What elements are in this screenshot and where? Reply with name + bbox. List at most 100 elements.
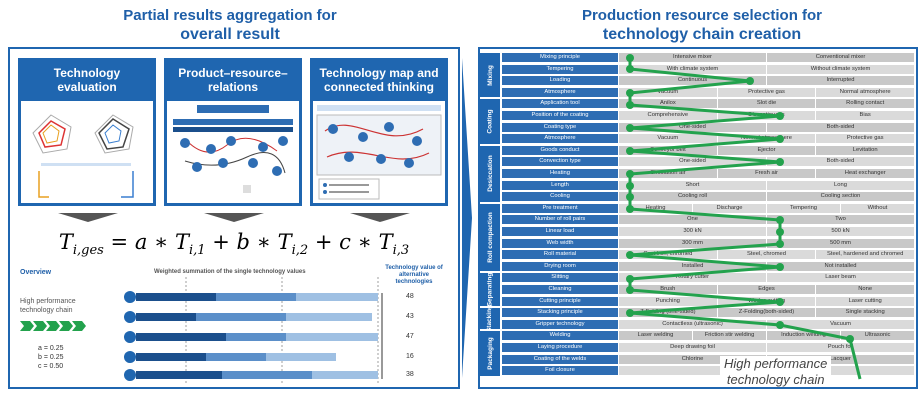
parameter-option: Steel, hardened and chromed [816,250,915,260]
radar-chart-thumbnail [21,101,153,203]
hp-caption-line2: technology chain [726,372,825,387]
parameter-option: Cast iron, chromed [619,250,717,260]
bar-value-2: 43 [406,313,414,320]
formula-subscript: i,3 [392,243,410,259]
parameter-option: Heating [619,203,692,213]
chain-node [626,170,634,178]
chain-node [776,112,784,120]
card-title-line1: Technology map and [319,66,439,80]
parameter-label: Position of the coating [502,111,618,120]
parameter-option: Pouch foil [767,343,914,352]
relations-network-graphic [173,105,293,193]
chain-node [776,158,784,166]
parameter-option: Ultrasonic [841,331,914,341]
chain-line [628,58,851,341]
parameter-label: Cooling [502,192,618,202]
parameter-label: Coating type [502,122,618,132]
parameter-option: Anilox [619,99,717,109]
parameter-option: Vacuum [619,134,717,144]
card-title-line1: Technology [53,66,121,80]
technology-chain-path [626,54,862,380]
chain-tail [848,338,862,380]
parameter-option: Laser beam [767,273,914,283]
parameter-label: Linear load [502,227,618,236]
technology-map-thumbnail [313,101,445,203]
card-technology-evaluation: Technology evaluation [18,58,156,206]
parameter-option: With climate system [619,64,766,74]
left-title-line2: overall result [180,26,280,43]
parameter-option: Vacuum [767,319,914,329]
hp-chain-caption: High performance technology chain [720,356,832,387]
formula-subscript: i,ges [72,243,104,259]
aggregation-formula: Ti,ges = a ∗ Ti,1 + b ∗ Ti,2 + c ∗ Ti,3 [58,230,410,259]
parameter-label: Convection type [502,157,618,167]
technology-map-graphic [316,105,442,200]
radar-charts-graphic [32,114,134,198]
bar-group-2 [124,311,372,323]
relations-network-thumbnail [167,101,299,203]
parameter-label: Coating of the welds [502,354,618,364]
parameter-option: Fresh air [717,169,816,178]
parameter-option: Rolling contact [816,99,915,109]
parameter-label: Mixing principle [502,53,618,62]
category-6: Packaging [480,331,500,376]
chain-node [626,275,634,283]
card-title-line2: connected thinking [323,80,434,94]
parameter-label: Laying procedure [502,343,618,352]
chain-node [626,124,634,132]
parameter-option: Conveyor belt [619,145,717,155]
bar-value-1: 48 [406,293,414,300]
category-1: Coating [480,99,500,144]
parameter-option: Cooling section [767,192,914,202]
parameter-label: Cleaning [502,285,618,294]
parameter-option: Normal atmosphere [816,87,915,97]
chain-node [626,54,634,62]
parameter-option: Friction stir welding [693,331,766,341]
parameter-label: Cutting principle [502,296,618,306]
weight-a: a = 0.25 [38,345,64,352]
parameter-option: Two [767,215,914,225]
stacked-bar-chart [124,277,383,383]
parameter-label: Application tool [502,99,618,109]
parameter-option: Single stacking [816,308,915,318]
parameter-option: Both-sided [767,157,914,167]
category-0: Mixing [480,53,500,98]
parameter-option: Deep drawing foil [619,343,766,352]
parameter-label: Pre treatment [502,203,618,213]
parameter-label: Roll material [502,250,618,260]
category-4: Separating [480,273,500,307]
formula-weight-b: b [236,230,250,254]
parameter-label: Goods conduct [502,145,618,155]
parameter-option: Installed [619,261,766,271]
parameter-option: Lacquer [767,354,914,364]
weighted-summation-header: Weighted summation of the single technol… [154,269,306,275]
chain-node [626,193,634,201]
parameter-option: Z-Folding(both-sided) [717,308,816,318]
card-title: Product–resource– relations [164,58,302,96]
parameter-label: Heating [502,169,618,178]
chain-node [626,147,634,155]
right-title-line2: technology chain creation [602,26,802,43]
bar-group-3 [124,331,378,343]
chain-node [626,65,634,73]
chain-node [626,182,634,190]
parameter-option: Without climate system [767,64,914,74]
parameter-option: Continuous [619,76,766,86]
formula-symbol: T [277,230,292,254]
parameter-option: Not installed [767,261,914,271]
chevron-chain-graphic [20,321,86,331]
parameter-option: Protective gas [816,134,915,144]
parameter-label: Web width [502,238,618,248]
parameter-option: Heat exchanger [816,169,915,178]
card-technology-map: Technology map and connected thinking [310,58,448,206]
parameter-option: Edges [717,285,816,294]
